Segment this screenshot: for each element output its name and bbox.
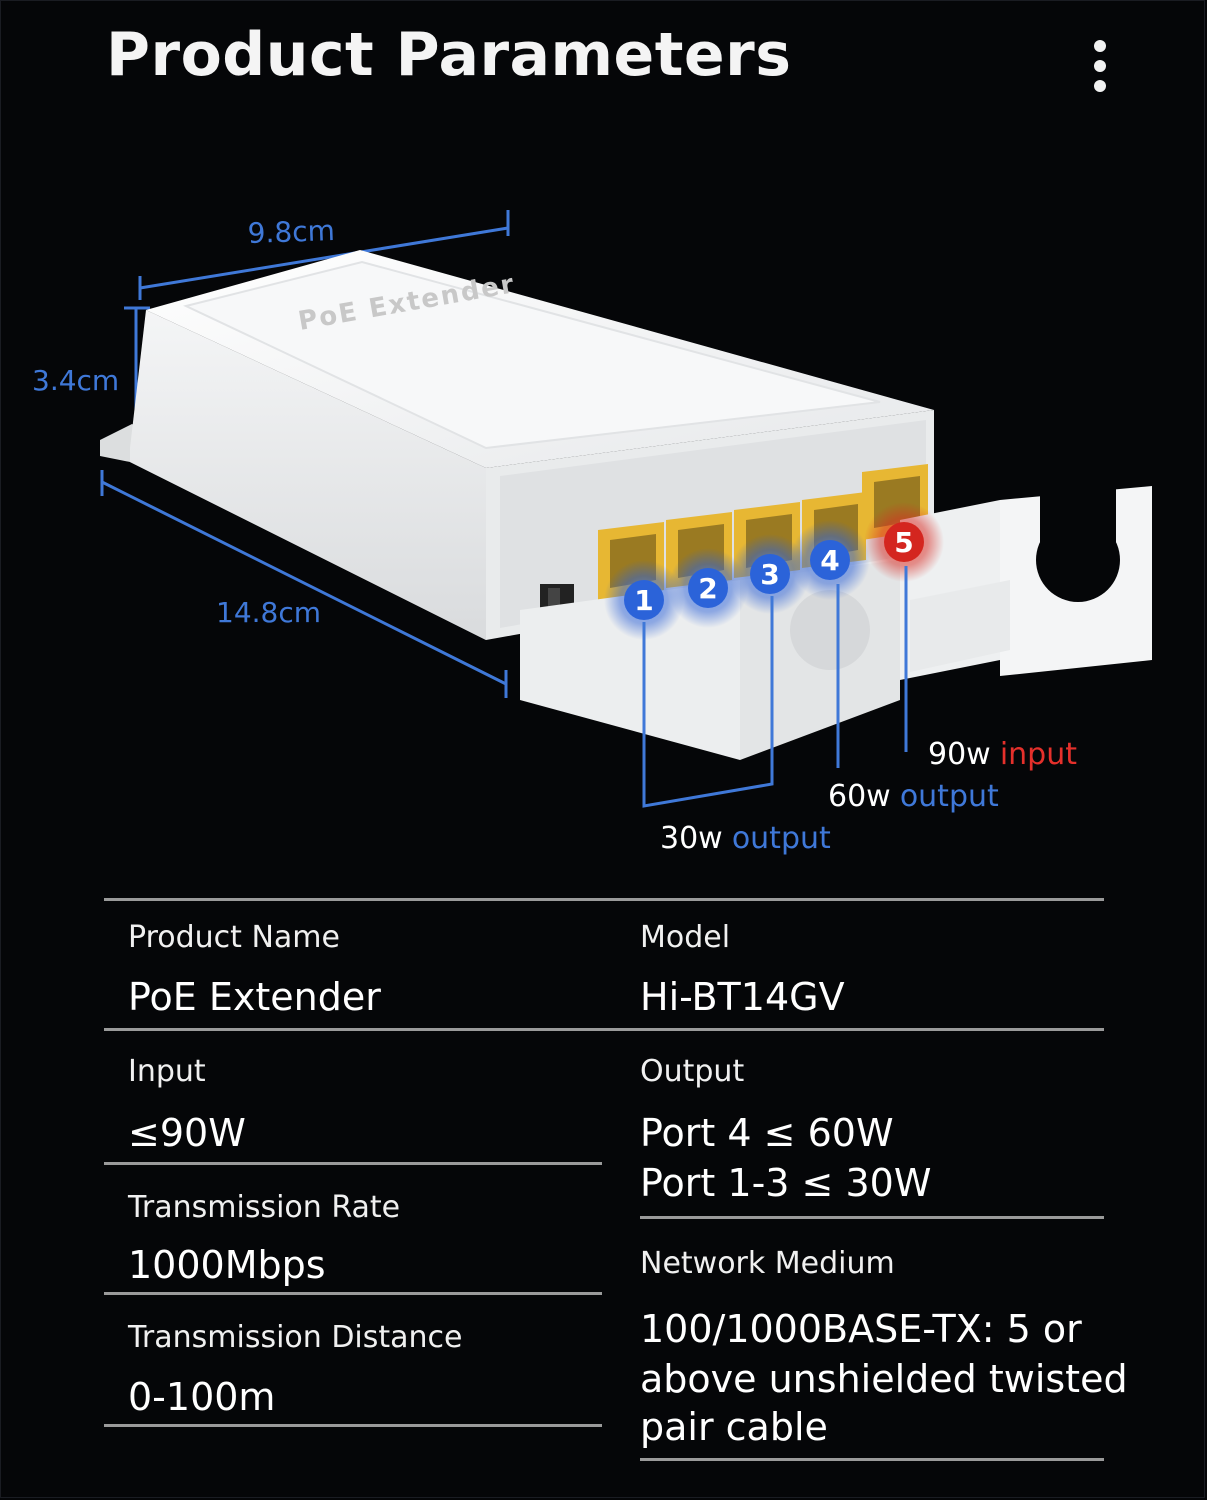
port-number-4: 4: [820, 544, 839, 577]
output-label: Output: [640, 1054, 745, 1089]
transmission-distance-value: 0-100m: [128, 1375, 276, 1419]
port-number-3: 3: [760, 558, 779, 591]
divider: [104, 1424, 602, 1427]
network-medium-line-3: pair cable: [640, 1405, 828, 1449]
width-dimension-label: 9.8cm: [247, 214, 335, 250]
divider: [640, 1458, 1104, 1461]
transmission-rate-value: 1000Mbps: [128, 1243, 326, 1287]
legend-output-30w: 30w output: [660, 821, 831, 856]
page-title: Product Parameters: [106, 20, 792, 90]
product-name-label: Product Name: [128, 920, 340, 955]
input-value: ≤90W: [128, 1111, 246, 1155]
output-value-line-2: Port 1-3 ≤ 30W: [640, 1161, 932, 1205]
port-number-2: 2: [698, 572, 717, 605]
port-number-5: 5: [894, 526, 913, 559]
divider: [104, 1028, 1104, 1031]
poe-extender-device: [100, 250, 1152, 760]
network-medium-line-2: above unshielded twisted: [640, 1357, 1128, 1401]
transmission-distance-label: Transmission Distance: [128, 1320, 463, 1355]
height-dimension-label: 3.4cm: [32, 364, 119, 397]
network-medium-line-1: 100/1000BASE-TX: 5 or: [640, 1307, 1082, 1351]
product-illustration: 9.8cm 3.4cm 14.8cm: [32, 210, 1152, 856]
port-number-1: 1: [634, 584, 653, 617]
divider: [640, 1216, 1104, 1219]
network-medium-label: Network Medium: [640, 1246, 895, 1281]
legend-input: 90w input: [928, 737, 1077, 772]
divider: [104, 898, 1104, 901]
transmission-rate-label: Transmission Rate: [128, 1190, 401, 1225]
divider: [104, 1292, 602, 1295]
output-value-line-1: Port 4 ≤ 60W: [640, 1111, 894, 1155]
model-value: Hi-BT14GV: [640, 975, 845, 1019]
model-label: Model: [640, 920, 731, 955]
depth-dimension-label: 14.8cm: [216, 596, 321, 629]
product-name-value: PoE Extender: [128, 975, 381, 1019]
divider: [104, 1162, 602, 1165]
input-label: Input: [128, 1054, 206, 1089]
leader-lines: [642, 566, 908, 808]
port-badges: 1 2 3 4 5: [604, 502, 944, 640]
vertical-ellipsis-icon[interactable]: [1088, 40, 1112, 92]
legend-output-60w: 60w output: [828, 779, 999, 814]
